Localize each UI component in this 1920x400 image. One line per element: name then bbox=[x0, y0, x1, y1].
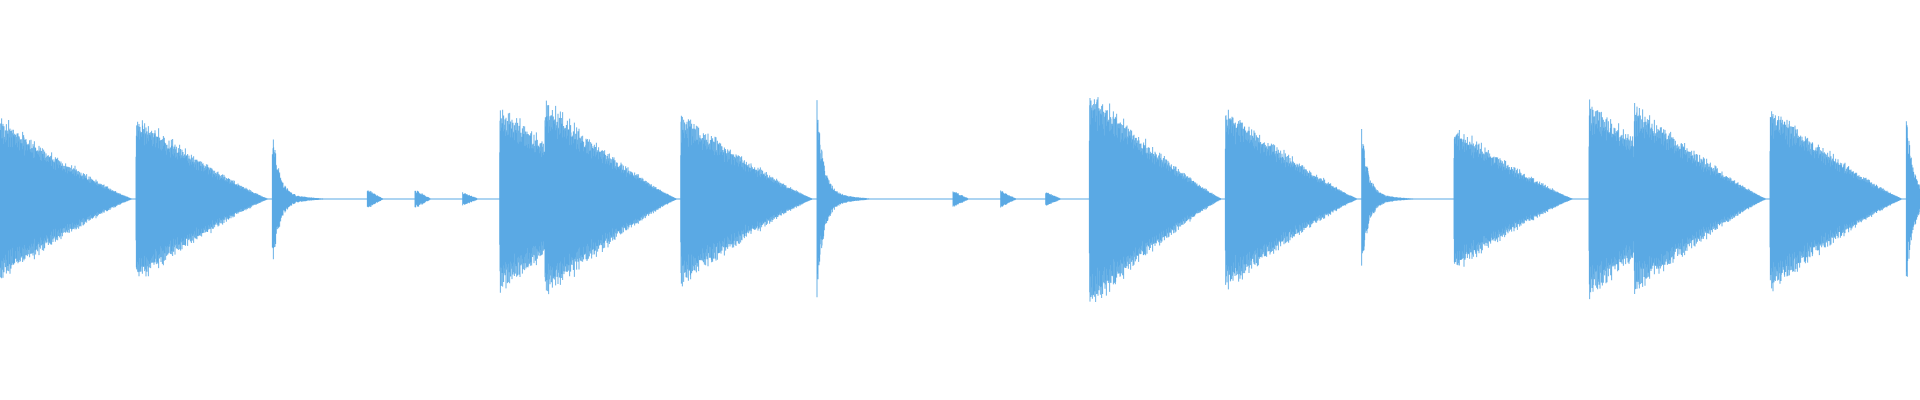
waveform-path bbox=[0, 97, 1920, 302]
waveform-samples bbox=[0, 97, 1920, 302]
